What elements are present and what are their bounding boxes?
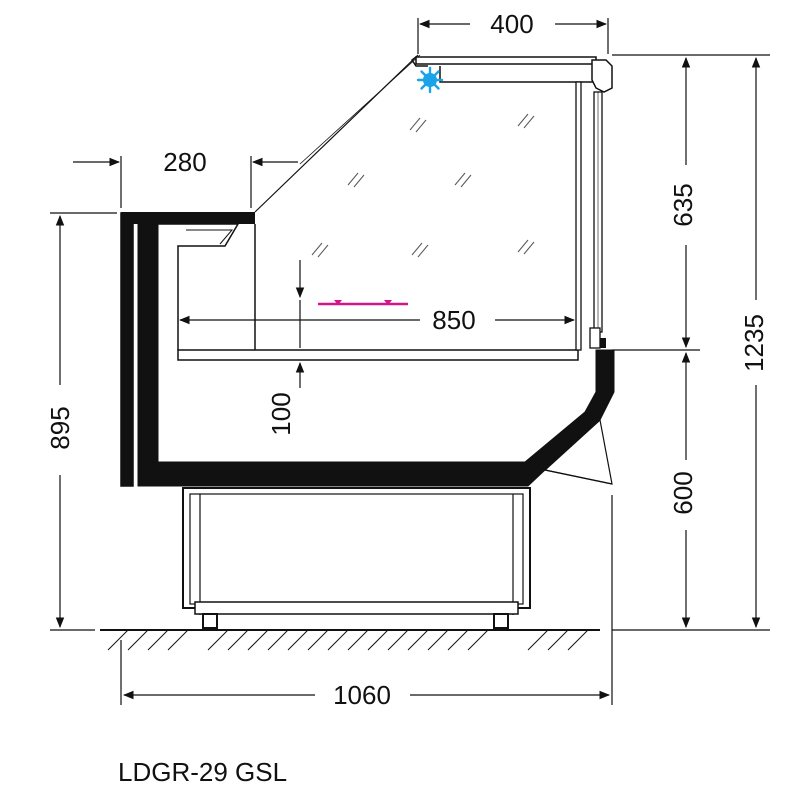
- dim-label-600: 600: [668, 471, 698, 514]
- dim-label-400: 400: [490, 9, 533, 39]
- dim-label-1060: 1060: [333, 680, 391, 710]
- dim-label-280: 280: [163, 147, 206, 177]
- dim-280: 280: [73, 147, 298, 208]
- dim-600: 600: [612, 351, 770, 631]
- dim-850: 850: [178, 305, 576, 335]
- floor: [100, 629, 600, 651]
- rear-door: [575, 81, 606, 351]
- dim-100: 100: [266, 260, 305, 436]
- dim-895: 895: [45, 212, 117, 631]
- dim-label-1235: 1235: [739, 314, 769, 372]
- temperature-marker: [318, 300, 408, 306]
- top-canopy: [410, 56, 613, 93]
- dim-635: 635: [612, 54, 770, 351]
- model-name: LDGR-29 GSL: [118, 757, 287, 787]
- dim-400: 400: [417, 9, 609, 54]
- dim-1060: 1060: [120, 495, 613, 710]
- dim-label-850: 850: [432, 305, 475, 335]
- front-glass: [254, 54, 421, 213]
- snowflake-icon: [416, 66, 444, 94]
- feet: [202, 613, 509, 629]
- glass-reflections: [311, 113, 535, 258]
- dim-label-895: 895: [45, 406, 75, 449]
- base-frame: [182, 487, 531, 615]
- display-shelf: [177, 224, 579, 361]
- dim-1235: 1235: [739, 56, 769, 629]
- dim-label-100: 100: [266, 392, 296, 435]
- cabinet-body: [120, 212, 615, 487]
- dim-label-635: 635: [668, 183, 698, 226]
